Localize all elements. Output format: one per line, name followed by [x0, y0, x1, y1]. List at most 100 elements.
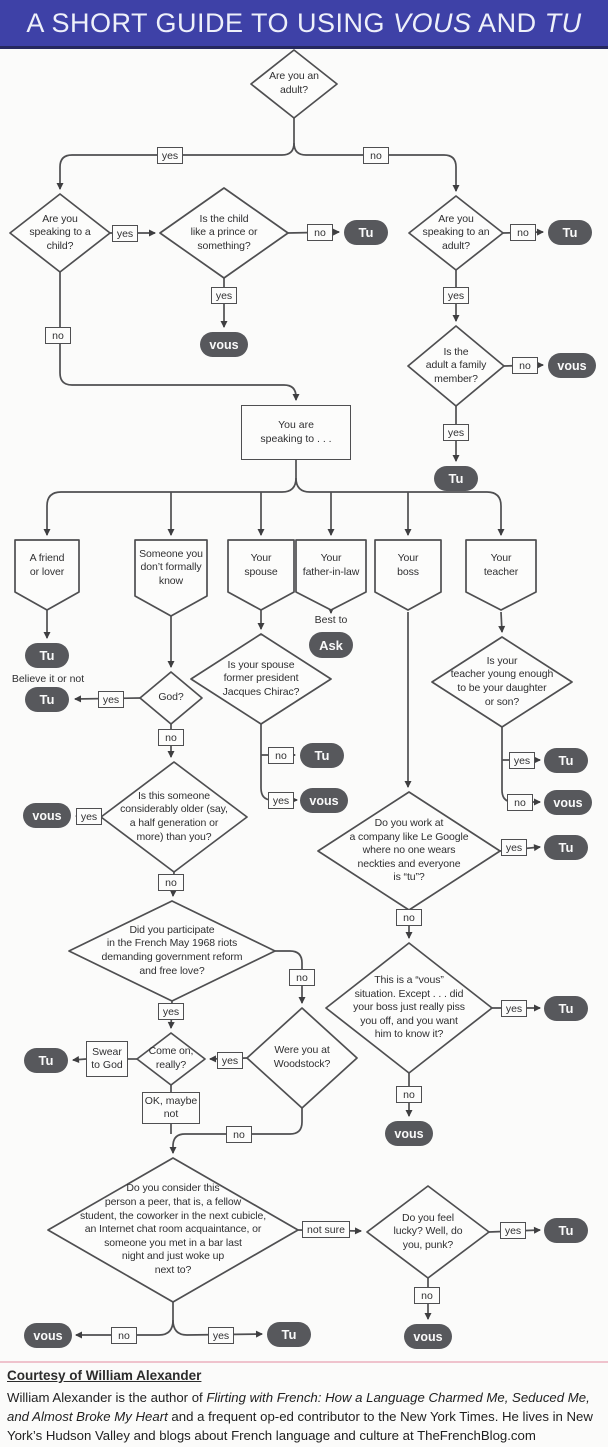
yes-label: yes [98, 691, 124, 708]
shape-q-woodstock [246, 1007, 358, 1109]
no-label: no [396, 909, 422, 926]
courtesy-credit: Courtesy of William Alexander [7, 1368, 202, 1383]
no-label: no [45, 327, 71, 344]
vous-pill: vous [544, 790, 592, 815]
tu-pill: Tu [544, 1218, 588, 1243]
swear-to-god-box: Swear to God [86, 1041, 128, 1077]
tu-pill: Tu [300, 743, 344, 768]
shape-cat-boss [374, 539, 442, 611]
decision-considerably-older: Is this someone considerably older (say,… [120, 789, 228, 843]
node-shapes [9, 49, 573, 1303]
ok-maybe-not-box: OK, maybe not [142, 1092, 200, 1124]
shape-cat-teacher [465, 539, 537, 611]
yes-label: yes [500, 1222, 526, 1239]
yes-label: yes [268, 792, 294, 809]
vous-pill: vous [23, 803, 71, 828]
category-your-spouse: Your spouse [244, 552, 278, 578]
no-label: no [307, 224, 333, 241]
shape-q-adult2 [408, 195, 504, 271]
no-label: no [414, 1287, 440, 1304]
author-bio: William Alexander is the author of Flirt… [7, 1388, 603, 1445]
decision-are-you-an-adult: Are you an adult? [269, 70, 319, 96]
vous-pill: vous [200, 332, 248, 357]
category-someone-unknown: Someone you don’t formally know [139, 547, 203, 587]
no-label: no [512, 357, 538, 374]
yes-label: yes [211, 287, 237, 304]
tu-pill: Tu [344, 220, 388, 245]
shape-q-god [139, 671, 203, 725]
best-to-note: Best to [314, 614, 348, 626]
yes-label: yes [443, 287, 469, 304]
vous-pill: vous [385, 1121, 433, 1146]
title-vous: VOUS [393, 7, 472, 38]
no-label: no [289, 969, 315, 986]
page-title: A SHORT GUIDE TO USING VOUS AND TU [0, 0, 608, 49]
no-label: no [158, 729, 184, 746]
no-label: no [507, 794, 533, 811]
shape-q-family [407, 325, 505, 407]
footer-divider [0, 1361, 608, 1363]
decision-spouse-chirac: Is your spouse former president Jacques … [222, 658, 300, 698]
shape-q-boss-piss [325, 942, 493, 1074]
speaking-to-box: You are speaking to . . . [241, 405, 351, 460]
shape-cat-unknown [134, 539, 208, 617]
decision-feel-lucky: Do you feel lucky? Well, do you, punk? [393, 1211, 463, 1251]
shape-q-comeon [136, 1032, 206, 1086]
vous-pill: vous [548, 353, 596, 378]
yes-label: yes [443, 424, 469, 441]
no-label: no [158, 874, 184, 891]
yes-label: yes [76, 808, 102, 825]
shape-q-riots [68, 900, 276, 1002]
category-father-in-law: Your father-in-law [302, 552, 360, 578]
title-and: AND [471, 7, 545, 38]
bio-text-after: and a frequent op-ed contributor to the … [7, 1409, 593, 1443]
decision-teacher-young: Is your teacher young enough to be your … [450, 654, 554, 708]
yes-label: yes [158, 1003, 184, 1020]
yes-label: yes [509, 752, 535, 769]
decision-consider-peer: Do you consider this person a peer, that… [79, 1182, 267, 1277]
believe-it-or-not-note: Believe it or not [11, 673, 85, 685]
title-prefix: A SHORT GUIDE TO USING [26, 7, 394, 38]
decision-speaking-to-child: Are you speaking to a child? [29, 212, 91, 252]
tu-pill: Tu [544, 996, 588, 1021]
decision-god: God? [158, 691, 184, 704]
decision-woodstock: Were you at Woodstock? [273, 1044, 331, 1070]
title-tu: TU [544, 7, 582, 38]
ask-pill: Ask [309, 632, 353, 658]
tu-pill: Tu [25, 643, 69, 668]
tu-pill: Tu [544, 835, 588, 860]
shape-q-chirac [190, 633, 332, 725]
not-sure-label: not sure [302, 1221, 350, 1238]
shape-q-lucky [366, 1185, 490, 1279]
yes-label: yes [157, 147, 183, 164]
no-label: no [268, 747, 294, 764]
tu-pill: Tu [548, 220, 592, 245]
category-your-boss: Your boss [397, 552, 419, 578]
tu-pill: Tu [544, 748, 588, 773]
category-your-teacher: Your teacher [483, 552, 519, 578]
yes-label: yes [501, 1000, 527, 1017]
yes-label: yes [208, 1327, 234, 1344]
shape-cat-spouse [227, 539, 295, 611]
no-label: no [396, 1086, 422, 1103]
tu-pill: Tu [267, 1322, 311, 1347]
decision-boss-piss-off: This is a “vous” situation. Except . . .… [353, 973, 465, 1041]
shape-q-child [9, 193, 111, 273]
no-label: no [226, 1126, 252, 1143]
yes-label: yes [501, 839, 527, 856]
tu-pill: Tu [24, 1048, 68, 1073]
no-label: no [111, 1327, 137, 1344]
shape-q-teacher-young [431, 636, 573, 728]
tu-pill: Tu [434, 466, 478, 491]
decision-child-prince: Is the child like a prince or something? [190, 212, 258, 252]
vous-pill: vous [24, 1323, 72, 1348]
no-label: no [363, 147, 389, 164]
category-friend-or-lover: A friend or lover [29, 552, 65, 578]
decision-speaking-to-adult: Are you speaking to an adult? [422, 212, 490, 252]
yes-label: yes [112, 225, 138, 242]
shape-q-older [100, 761, 248, 873]
decision-adult-family-member: Is the adult a family member? [425, 345, 487, 385]
decision-come-on-really: Come on, really? [148, 1045, 194, 1071]
